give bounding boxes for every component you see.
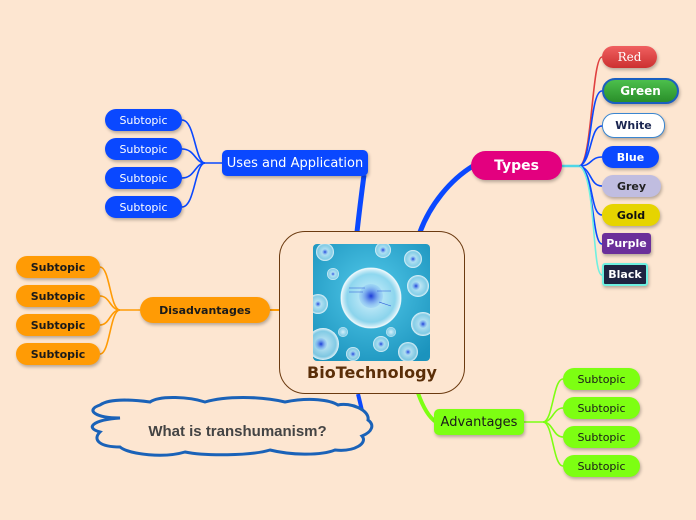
small-cells [313, 244, 430, 361]
uses-subtopic[interactable]: Subtopic [105, 109, 182, 131]
type-label: Blue [616, 150, 645, 164]
type-label: Green [620, 84, 661, 98]
callout-text[interactable]: What is transhumanism? [148, 423, 327, 440]
disadvantages-subtopic[interactable]: Subtopic [16, 256, 100, 278]
connector-uses [354, 174, 367, 233]
disadvantages-subtopic[interactable]: Subtopic [16, 285, 100, 307]
subtopic-label: Subtopic [30, 260, 86, 274]
type-label: Gold [616, 208, 646, 222]
type-gold[interactable]: Gold [602, 204, 660, 226]
disadvantages-subtopic[interactable]: Subtopic [16, 343, 100, 365]
cells-image [313, 244, 430, 361]
advantages-subtopic-connectors [524, 378, 564, 467]
subtopic-label: Subtopic [119, 171, 168, 185]
type-label: White [615, 119, 652, 132]
disadvantages-subtopic-connectors [99, 266, 140, 355]
advantages-subtopic[interactable]: Subtopic [563, 455, 640, 477]
connector-types [417, 163, 475, 233]
disadvantages-subtopic[interactable]: Subtopic [16, 314, 100, 336]
type-label: Grey [616, 179, 647, 193]
uses-subtopic-connectors [181, 119, 222, 208]
subtopic-label: Subtopic [30, 318, 86, 332]
type-label: Purple [606, 237, 647, 250]
disadvantages-label: Disadvantages [159, 303, 251, 317]
subtopic-label: Subtopic [119, 200, 168, 214]
uses-subtopic[interactable]: Subtopic [105, 138, 182, 160]
subtopic-label: Subtopic [30, 347, 86, 361]
type-grey[interactable]: Grey [602, 175, 661, 197]
subtopic-label: Subtopic [30, 289, 86, 303]
types-label: Types [494, 157, 539, 174]
advantages-subtopic[interactable]: Subtopic [563, 368, 640, 390]
uses-and-application-node[interactable]: Uses and Application [222, 150, 368, 176]
subtopic-label: Subtopic [119, 142, 168, 156]
types-node[interactable]: Types [471, 151, 562, 180]
subtopic-label: Subtopic [119, 113, 168, 127]
type-label: Red [617, 50, 642, 64]
type-black[interactable]: Black [602, 263, 648, 286]
advantages-subtopic[interactable]: Subtopic [563, 426, 640, 448]
types-item-connectors [579, 56, 603, 276]
subtopic-label: Subtopic [577, 401, 626, 415]
type-white[interactable]: White [602, 113, 665, 138]
advantages-subtopic[interactable]: Subtopic [563, 397, 640, 419]
subtopic-label: Subtopic [577, 430, 626, 444]
disadvantages-node[interactable]: Disadvantages [140, 297, 270, 323]
type-purple[interactable]: Purple [602, 233, 651, 254]
central-topic-title: BioTechnology [307, 363, 437, 382]
type-red[interactable]: Red [602, 46, 657, 68]
advantages-label: Advantages [440, 414, 518, 430]
uses-subtopic[interactable]: Subtopic [105, 167, 182, 189]
main-nucleus [359, 284, 383, 308]
cloud-shape [90, 396, 374, 457]
type-blue[interactable]: Blue [602, 146, 659, 168]
nucleus-labels [349, 287, 392, 307]
subtopic-label: Subtopic [577, 459, 626, 473]
central-topic[interactable]: BioTechnology [279, 231, 465, 394]
uses-subtopic[interactable]: Subtopic [105, 196, 182, 218]
subtopic-label: Subtopic [577, 372, 626, 386]
advantages-node[interactable]: Advantages [434, 409, 524, 435]
type-green[interactable]: Green [602, 78, 679, 104]
type-label: Black [608, 268, 642, 281]
uses-and-application-label: Uses and Application [226, 155, 364, 171]
